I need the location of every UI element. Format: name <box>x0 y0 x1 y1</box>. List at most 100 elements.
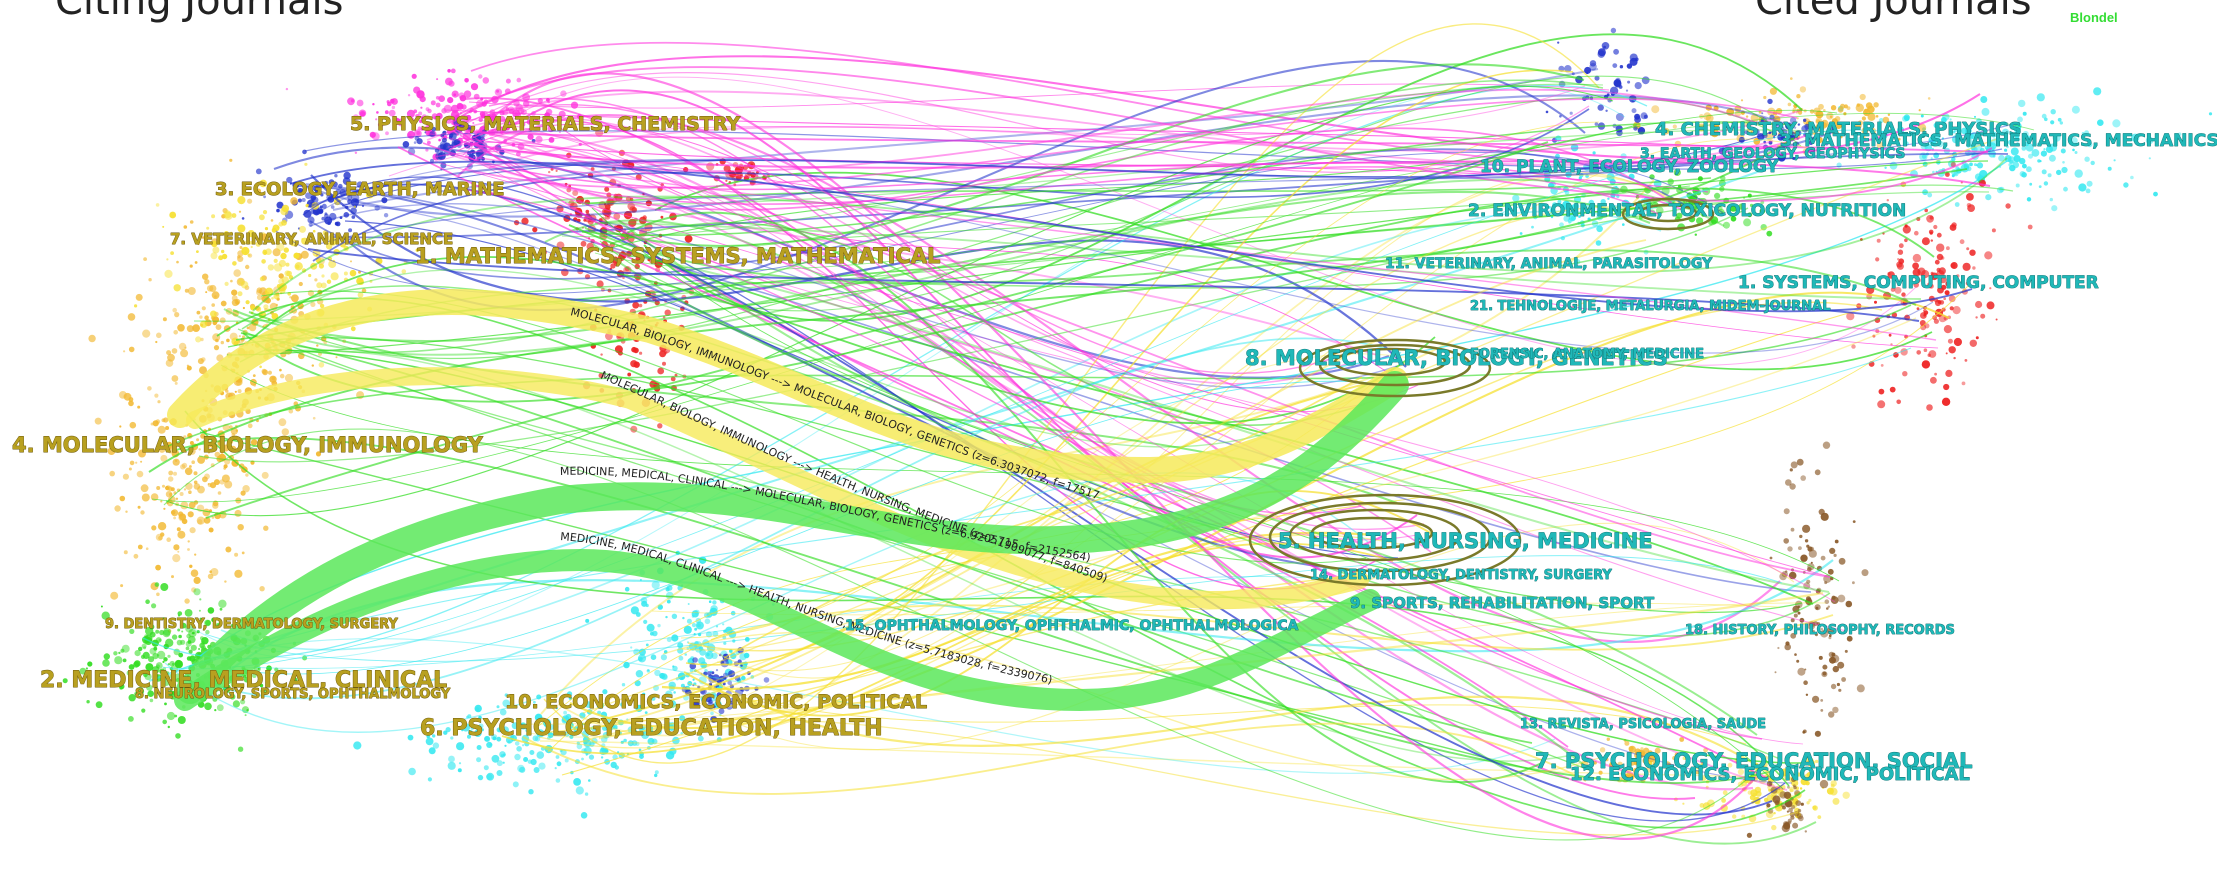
journal-node <box>1974 115 1976 118</box>
journal-node <box>180 349 189 358</box>
journal-node <box>202 273 209 280</box>
journal-node <box>413 129 422 138</box>
journal-node <box>2044 117 2048 122</box>
journal-node <box>1837 106 1844 113</box>
journal-node <box>579 712 586 719</box>
journal-node <box>183 488 187 491</box>
journal-node <box>627 372 632 377</box>
journal-node <box>249 240 254 245</box>
journal-node <box>2153 191 2158 197</box>
journal-node <box>278 278 285 285</box>
journal-node <box>1799 787 1803 790</box>
journal-node <box>221 474 230 483</box>
journal-node <box>711 652 718 659</box>
journal-node <box>134 304 138 308</box>
journal-node <box>225 307 233 315</box>
journal-node <box>496 727 502 733</box>
journal-node <box>216 704 224 712</box>
journal-node <box>155 533 163 541</box>
journal-node <box>210 568 219 576</box>
journal-node <box>406 109 415 118</box>
journal-node <box>390 98 395 104</box>
journal-node <box>361 288 367 294</box>
journal-node <box>223 467 227 470</box>
journal-node <box>1950 262 1956 269</box>
journal-node <box>137 544 143 550</box>
journal-node <box>343 212 350 218</box>
journal-node <box>1774 671 1777 674</box>
journal-node <box>138 646 143 652</box>
journal-node <box>547 732 554 738</box>
journal-node <box>692 657 698 663</box>
journal-node <box>1800 802 1804 806</box>
journal-node <box>1766 230 1773 237</box>
journal-node <box>221 253 228 260</box>
journal-node <box>375 118 378 121</box>
journal-node <box>169 660 175 667</box>
journal-node <box>252 374 256 377</box>
journal-node <box>730 610 736 616</box>
journal-node <box>211 303 215 307</box>
journal-node <box>181 462 188 469</box>
journal-node <box>411 73 417 79</box>
journal-node <box>86 700 90 704</box>
journal-node <box>238 210 242 213</box>
journal-node <box>623 661 630 669</box>
journal-node <box>202 476 208 483</box>
journal-node <box>598 372 604 379</box>
journal-node <box>1981 107 1990 116</box>
journal-node <box>642 692 646 696</box>
journal-node <box>1921 154 1927 159</box>
journal-node <box>515 103 523 112</box>
journal-node <box>575 786 584 795</box>
journal-node <box>323 180 329 186</box>
journal-node <box>663 650 668 654</box>
journal-node <box>1838 557 1846 565</box>
journal-node <box>284 373 294 383</box>
journal-node <box>374 205 380 211</box>
journal-node <box>197 358 204 365</box>
journal-node <box>691 699 700 708</box>
journal-node <box>729 700 733 704</box>
journal-node <box>1594 122 1599 126</box>
journal-node <box>273 293 280 300</box>
journal-node <box>2022 134 2030 142</box>
journal-node <box>2013 155 2021 163</box>
journal-node <box>1843 104 1848 109</box>
journal-node <box>1818 103 1824 110</box>
journal-node <box>660 654 668 661</box>
journal-node <box>171 348 178 354</box>
journal-node <box>199 617 202 620</box>
journal-node <box>134 650 141 657</box>
journal-node <box>1953 128 1958 133</box>
journal-node <box>1776 108 1783 115</box>
journal-node <box>310 262 318 270</box>
journal-node <box>1832 797 1840 805</box>
journal-node <box>1761 112 1764 115</box>
journal-node <box>2006 145 2009 149</box>
journal-node <box>291 308 298 314</box>
journal-node <box>2097 119 2104 126</box>
journal-node <box>2008 139 2014 145</box>
journal-node <box>427 140 431 145</box>
cited-label-forensic: FORENSIC, ANATOMY, MEDICINE <box>1470 347 1704 362</box>
journal-node <box>301 268 307 273</box>
journal-node <box>166 537 171 542</box>
journal-node <box>476 757 482 763</box>
journal-node <box>1823 109 1826 112</box>
journal-node <box>569 734 574 739</box>
journal-node <box>706 701 715 710</box>
journal-node <box>1802 730 1806 734</box>
journal-node <box>123 550 128 555</box>
journal-node <box>217 622 221 626</box>
journal-node <box>2078 183 2087 192</box>
journal-node <box>1923 348 1928 353</box>
journal-node <box>198 647 201 651</box>
journal-node <box>2107 166 2112 171</box>
journal-node <box>1966 193 1974 201</box>
journal-node <box>1904 141 1909 146</box>
journal-node <box>186 365 192 371</box>
journal-node <box>302 189 306 193</box>
journal-node <box>166 711 176 721</box>
journal-node <box>743 652 750 659</box>
